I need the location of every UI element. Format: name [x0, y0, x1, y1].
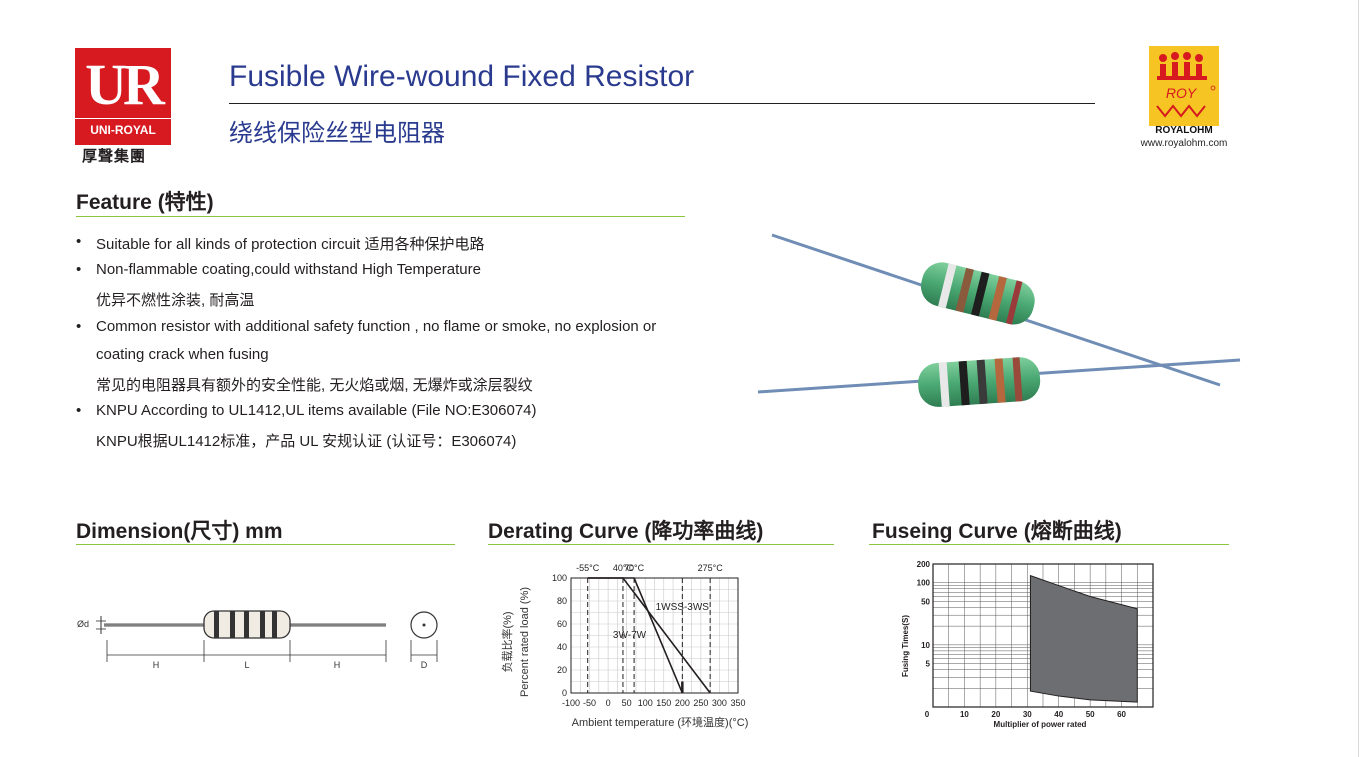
- logo-name: UNI-ROYAL: [75, 118, 171, 137]
- logo-chinese-name: 厚聲集團: [82, 147, 147, 165]
- dimension-diagram: Ød H L H D: [77, 610, 438, 670]
- resistor-body: [918, 357, 1041, 407]
- curve-label-3w7w: 3W-7W: [613, 630, 647, 641]
- x-tick-label: 60: [1117, 710, 1126, 719]
- dimension-heading: Dimension(尺寸) mm: [76, 520, 283, 543]
- dim-label-d: Ød: [77, 619, 89, 629]
- dim-label-l: L: [244, 660, 249, 670]
- bullet-icon: •: [76, 318, 82, 335]
- y-tick-label: 5: [926, 660, 931, 669]
- derating-heading: Derating Curve (降功率曲线): [488, 520, 764, 543]
- x-tick-label: 30: [1023, 710, 1032, 719]
- resistor-photo: [757, 233, 1241, 407]
- x-axis-label: Ambient temperature (环境温度)(°C): [572, 715, 749, 729]
- feature-item: Suitable for all kinds of protection cir…: [96, 236, 485, 253]
- temperature-label: 40°C: [613, 563, 634, 573]
- y-axis-label: Fusing Times(S): [901, 615, 910, 677]
- feature-rule: [76, 216, 685, 217]
- temperature-label: 70°C: [624, 563, 645, 573]
- fusing-chart: 5 10 50 100 200 0 10 20 30 40 50 60 Fusing Times(S)…: [901, 560, 1154, 729]
- plot-frame: [570, 577, 739, 694]
- x-tick-label: 350: [730, 698, 745, 708]
- x-tick-label: 150: [656, 698, 671, 708]
- temperature-label: -55°C: [576, 563, 600, 573]
- dimension-rule: [76, 544, 455, 545]
- x-tick-label: 300: [712, 698, 727, 708]
- fusing-rule: [869, 544, 1229, 545]
- royalohm-crown-icon: ROY: [1156, 52, 1216, 118]
- feature-item-cont: coating crack when fusing: [96, 346, 269, 363]
- bullet-icon: •: [76, 233, 82, 250]
- y-tick-label: 40: [557, 642, 567, 652]
- feature-item-cn: KNPU根据UL1412标准，产品 UL 安规认证 (认证号：E306074): [96, 433, 517, 450]
- x-tick-label: 40: [1054, 710, 1063, 719]
- y-tick-label: 100: [917, 579, 931, 588]
- x-axis-label: Multiplier of power rated: [994, 720, 1087, 729]
- x-tick-label: -100: [562, 698, 580, 708]
- royalohm-name: ROYALOHM: [1155, 125, 1213, 136]
- fusing-band: [1029, 574, 1138, 703]
- x-tick-label: 0: [606, 698, 611, 708]
- bullet-icon: •: [76, 402, 82, 419]
- x-tick-label: 10: [960, 710, 969, 719]
- dim-label-h2: H: [334, 660, 341, 670]
- svg-text:ROY: ROY: [1166, 85, 1198, 101]
- uniroyal-logo: UR UNI-ROYAL: [75, 48, 171, 145]
- page-edge: [1358, 0, 1359, 757]
- feature-item: KNPU According to UL1412,UL items availa…: [96, 402, 537, 419]
- y-axis-label: Percent rated load (%): [519, 587, 531, 697]
- page-title-chinese: 绕线保险丝型电阻器: [229, 120, 445, 147]
- logo-letters: UR: [85, 52, 165, 117]
- temperature-label: 275°C: [698, 563, 724, 573]
- title-divider: [229, 103, 1095, 104]
- y-tick-label: 200: [917, 560, 931, 569]
- royalohm-logo: ROY: [1149, 46, 1219, 126]
- feature-item-cn: 常见的电阻器具有额外的安全性能, 无火焰或烟, 无爆炸或涂层裂纹: [96, 377, 533, 394]
- end-view-circle: [410, 611, 438, 639]
- x-tick-label: 0: [925, 710, 930, 719]
- royalohm-url: www.royalohm.com: [1140, 138, 1228, 149]
- x-tick-label: 50: [1086, 710, 1095, 719]
- bullet-icon: •: [76, 261, 82, 278]
- page-title: Fusible Wire-wound Fixed Resistor: [229, 60, 695, 93]
- y-tick-label: 60: [557, 619, 567, 629]
- y-tick-label: 20: [557, 665, 567, 675]
- plot-frame: [932, 563, 1154, 708]
- derating-rule: [488, 544, 834, 545]
- feature-heading: Feature (特性): [76, 191, 214, 214]
- x-tick-label: 250: [693, 698, 708, 708]
- curve-label-1wss: 1WSS-3WS: [656, 602, 710, 613]
- x-tick-label: 200: [675, 698, 690, 708]
- dim-label-h1: H: [153, 660, 160, 670]
- y-tick-label: 0: [562, 688, 567, 698]
- dim-label-diameter: D: [421, 660, 428, 670]
- feature-item: Non-flammable coating,could withstand Hi…: [96, 261, 481, 278]
- x-tick-label: 50: [622, 698, 632, 708]
- x-tick-label: -50: [583, 698, 596, 708]
- x-tick-label: 20: [991, 710, 1000, 719]
- x-tick-label: 100: [638, 698, 653, 708]
- y-axis-label-cn: 负载比率(%): [500, 611, 514, 672]
- y-tick-label: 10: [921, 641, 930, 650]
- y-tick-label: 50: [921, 597, 930, 606]
- fusing-heading: Fuseing Curve (熔断曲线): [872, 520, 1122, 543]
- y-tick-label: 80: [557, 596, 567, 606]
- feature-item-cn: 优异不燃性涂装, 耐高温: [96, 292, 255, 309]
- resistor-body: [920, 262, 1035, 325]
- feature-item: Common resistor with additional safety f…: [96, 318, 657, 335]
- y-tick-label: 100: [552, 573, 567, 583]
